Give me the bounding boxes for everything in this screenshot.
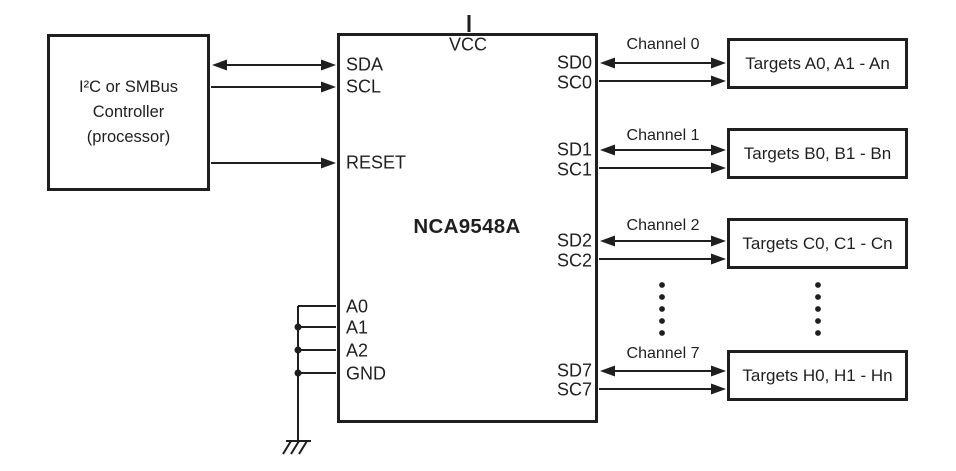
pin-label-a2: A2 [346, 340, 369, 361]
arrowhead-right-icon [711, 253, 726, 265]
pin-label-sd2: SD2 [556, 230, 592, 251]
ground-symbol-icon [282, 440, 311, 455]
junction-dot [294, 346, 302, 354]
pin-label-sda: SDA [346, 54, 384, 75]
junction-dot [294, 323, 302, 331]
pin-label-sc2: SC2 [556, 250, 592, 271]
channel-2-label: Channel 2 [626, 217, 700, 234]
ellipsis-dots-icon [564, 282, 821, 336]
pin-label-reset: RESET [346, 152, 407, 173]
arrowhead-right-icon [321, 59, 336, 71]
arrowhead-right-icon [321, 157, 336, 169]
arrowhead-right-icon [711, 144, 726, 156]
pin-label-a1: A1 [346, 317, 369, 338]
controller-label-line1: I²C or SMBus [78, 78, 179, 96]
pin-label-sd1: SD1 [556, 139, 592, 160]
pin-label-sc0: SC0 [556, 72, 592, 93]
arrowhead-right-icon [711, 75, 726, 87]
target-box-a: Targets A0, A1 - An [727, 38, 908, 89]
pin-label-a0: A0 [346, 296, 369, 317]
pin-label-sc1: SC1 [556, 159, 592, 180]
channel-1-label: Channel 1 [626, 127, 700, 144]
controller-label-line3: (processor) [86, 128, 171, 146]
target-box-h: Targets H0, H1 - Hn [727, 350, 908, 401]
arrowhead-right-icon [711, 383, 726, 395]
target-box-b: Targets B0, B1 - Bn [727, 128, 908, 179]
target-box-c: Targets C0, C1 - Cn [727, 218, 908, 269]
pin-label-vcc: VCC [448, 34, 488, 55]
target-box-b-label: Targets B0, B1 - Bn [743, 143, 892, 163]
chip-name: NCA9548A [413, 215, 521, 238]
arrowhead-left-icon [212, 59, 227, 71]
pin-label-sc7: SC7 [556, 379, 592, 400]
target-box-h-label: Targets H0, H1 - Hn [742, 365, 893, 385]
target-box-a-label: Targets A0, A1 - An [745, 53, 890, 73]
controller-box: I²C or SMBus Controller (processor) [47, 34, 210, 191]
channel-7-label: Channel 7 [626, 345, 700, 362]
pin-label-sd0: SD0 [556, 52, 592, 73]
controller-label-line2: Controller [92, 103, 165, 121]
arrowhead-right-icon [711, 365, 726, 377]
arrowhead-left-icon [600, 144, 615, 156]
channel-0-label: Channel 0 [626, 36, 700, 53]
pin-label-scl: SCL [346, 76, 382, 97]
controller-label: I²C or SMBus Controller (processor) [79, 75, 178, 150]
arrowhead-right-icon [711, 162, 726, 174]
chip-box [337, 33, 598, 423]
pin-label-gnd: GND [346, 363, 386, 384]
arrowhead-right-icon [321, 81, 336, 93]
junction-dot [294, 369, 302, 377]
arrowhead-left-icon [600, 235, 615, 247]
arrowhead-left-icon [600, 57, 615, 69]
pin-label-sd7: SD7 [556, 360, 592, 381]
arrowhead-right-icon [711, 57, 726, 69]
arrowhead-left-icon [600, 365, 615, 377]
arrowhead-right-icon [711, 235, 726, 247]
target-box-c-label: Targets C0, C1 - Cn [742, 233, 893, 253]
